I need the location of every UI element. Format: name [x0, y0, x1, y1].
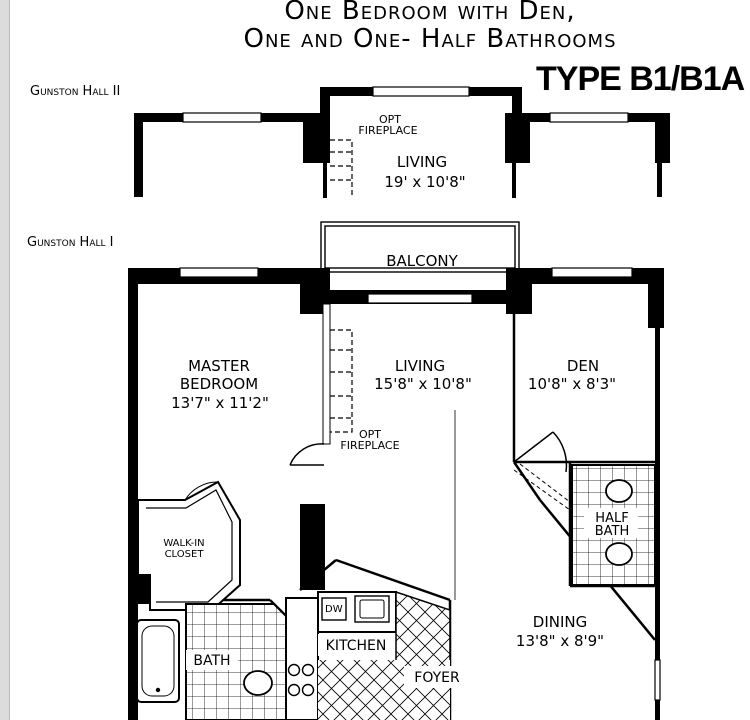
balcony	[320, 221, 520, 273]
dining-label: DINING	[533, 613, 587, 631]
building-label-gunston-hall-2: Gunston Hall II	[30, 84, 121, 99]
plan-title-line2: One and One- Half Bathrooms	[243, 24, 617, 54]
lower-fireplace-label-line2: FIREPLACE	[340, 439, 399, 452]
upper-fireplace-label-line1: OPT	[379, 113, 401, 126]
lower-living-label: LIVING	[395, 357, 445, 375]
bath-label-bg	[186, 650, 238, 670]
kitchen	[285, 591, 397, 720]
half-bath-toilet	[605, 542, 633, 566]
upper-living-label: LIVING	[397, 153, 447, 171]
lower-windows	[179, 267, 661, 701]
walk-in-closet	[137, 480, 241, 611]
walkin-closet-label-line1: WALK-IN	[163, 538, 204, 549]
building-label-gunston-hall-1: Gunston Hall I	[27, 235, 114, 250]
lower-fireplace-label-line1: OPT	[359, 428, 381, 441]
den-door	[513, 431, 571, 511]
half-bath-label-line2: BATH	[595, 524, 630, 539]
kitchen-sink-basin	[359, 599, 385, 619]
page-edge	[0, 0, 10, 720]
upper-floor-plan: OPT FIREPLACE LIVING 19' x 10'8"	[134, 86, 670, 198]
dishwasher	[321, 597, 347, 621]
half-bath	[571, 464, 656, 586]
lower-living-dims: 15'8" x 10'8"	[374, 375, 472, 393]
upper-fireplace	[330, 139, 353, 198]
bath-label: BATH	[193, 653, 230, 669]
upper-living-dims: 19' x 10'8"	[384, 173, 465, 191]
foyer	[318, 590, 470, 720]
half-bath-label-line1: HALF	[595, 511, 628, 526]
dining-dims: 13'8" x 8'9"	[516, 632, 604, 650]
upper-fireplace-label-line2: FIREPLACE	[358, 124, 417, 137]
kitchen-label: KITCHEN	[326, 638, 387, 654]
lower-fireplace	[330, 329, 353, 433]
master-bedroom-label-line1: MASTER	[188, 357, 250, 375]
den-label: DEN	[567, 357, 599, 375]
master-bedroom-dims: 13'7" x 11'2"	[171, 394, 269, 412]
bathtub	[136, 619, 180, 703]
walkin-closet-label-line2: CLOSET	[165, 549, 205, 560]
bedroom-door	[289, 443, 325, 466]
half-bath-label-bg	[584, 508, 638, 538]
dw-label: DW	[325, 604, 343, 615]
stove-burners	[287, 663, 315, 697]
tub-drain-icon	[155, 687, 161, 693]
plan-type-label: TYPE B1/B1A	[536, 60, 745, 98]
bathtub-inner	[141, 625, 175, 697]
foyer-label-bg	[404, 666, 470, 688]
den-dims: 10'8" x 8'3"	[528, 375, 616, 393]
kitchen-label-bg	[318, 634, 394, 656]
foyer-label: FOYER	[414, 670, 460, 686]
lower-fireplace-wall	[322, 303, 331, 445]
balcony-label: BALCONY	[386, 252, 458, 270]
master-bedroom-label-line2: BEDROOM	[180, 375, 258, 393]
upper-windows	[182, 86, 629, 123]
plan-title-line1: One Bedroom with Den,	[284, 0, 576, 26]
main-bath	[136, 603, 301, 720]
lower-floor-plan: BALCONY	[128, 221, 664, 720]
bath-sink	[243, 670, 273, 696]
half-bath-sink	[605, 479, 633, 503]
